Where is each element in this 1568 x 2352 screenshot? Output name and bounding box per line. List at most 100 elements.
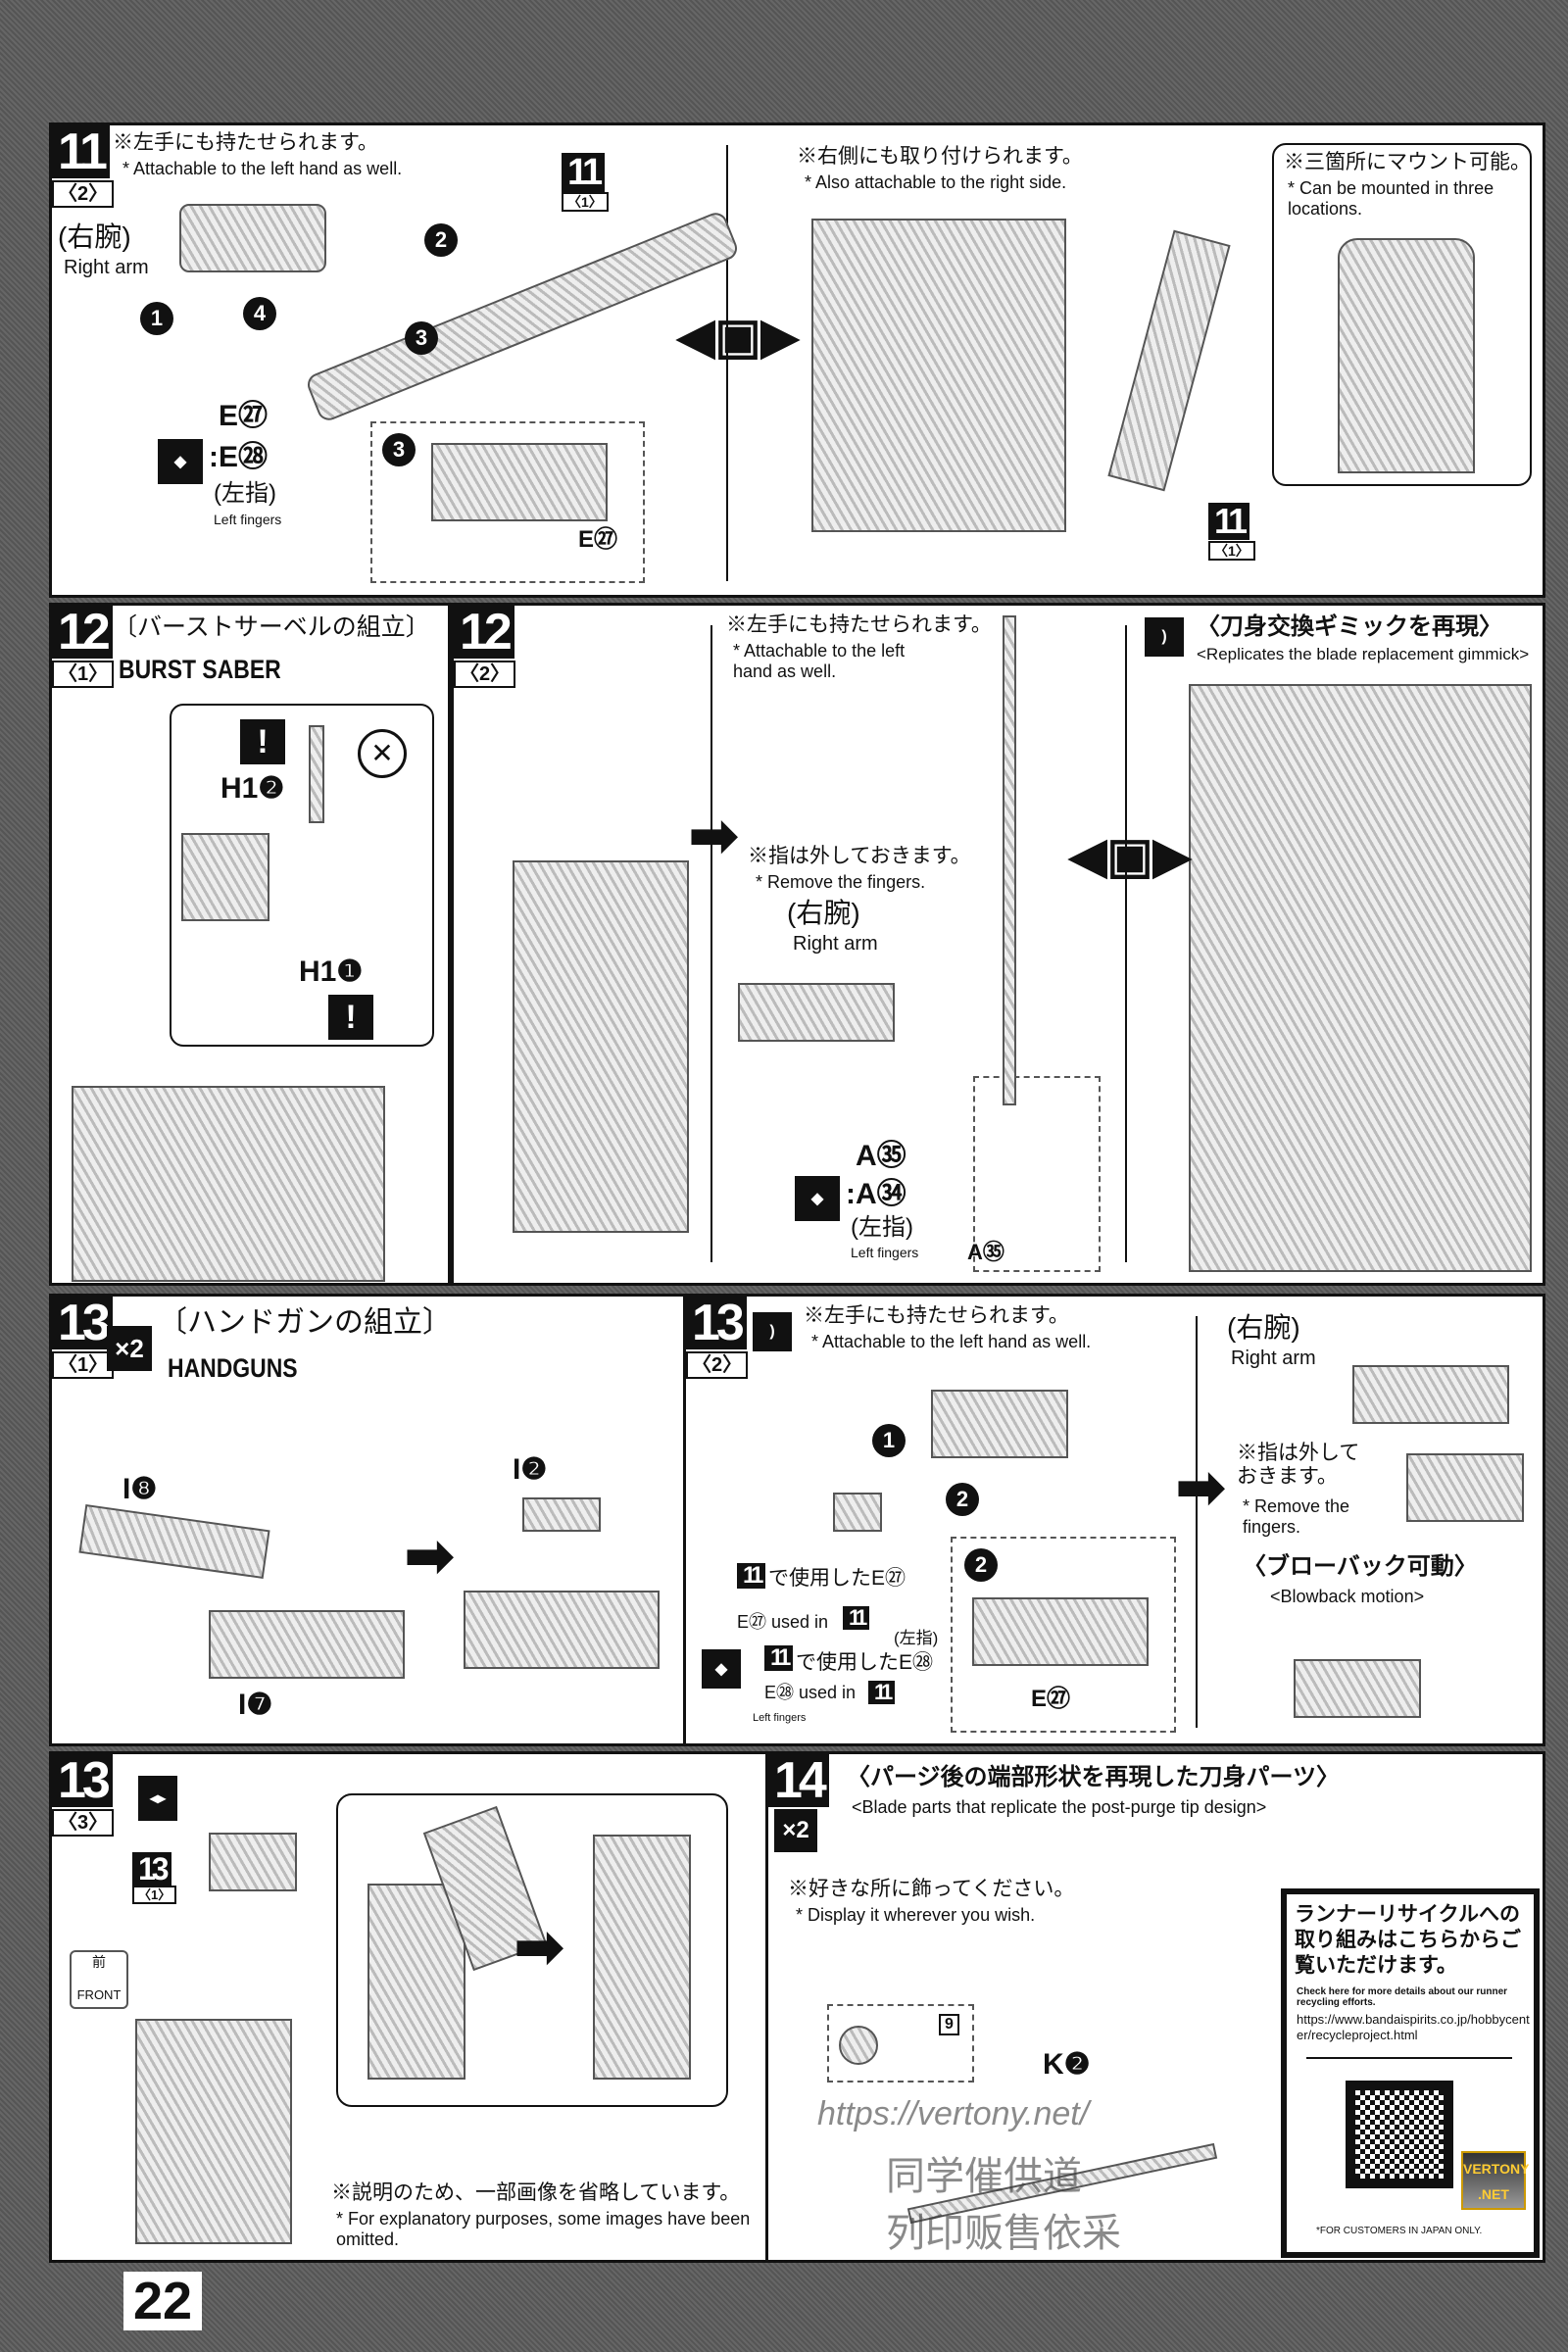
gimmick-title-en: <Replicates the blade replacement gimmic… [1197, 645, 1530, 663]
front-indicator: 前 FRONT [70, 1950, 128, 2009]
omit-note-jp: ※説明のため、一部画像を省略しています。 [331, 2181, 741, 2204]
title-en: BURST SABER [119, 655, 281, 684]
multiply-badge: ×2 [774, 1809, 817, 1852]
note-en: * Attachable to the left hand as well. [122, 159, 403, 178]
divider-2 [1125, 625, 1127, 1262]
swap-side-icon: ◀▣▶ [676, 309, 800, 364]
step-number: 13 [686, 1297, 747, 1349]
step-num-1: 1 [872, 1424, 906, 1457]
ref-step-number-2: 11 [1208, 503, 1250, 540]
blade-icon: ) [753, 1312, 792, 1351]
gimmick-title-jp: 〈刀身交換ギミックを再現〉 [1197, 613, 1502, 640]
fingers-note-jp: ※指は外して おきます。 [1237, 1442, 1381, 1489]
part-e27: E㉗ [219, 400, 269, 432]
left-fingers-jp: (左指) [894, 1629, 939, 1647]
vertony-badge: VERTONY .NET [1461, 2151, 1529, 2210]
watermark-line-1: 同学催供道 [886, 2155, 1082, 2198]
qr-code[interactable] [1342, 2077, 1457, 2192]
blowback-title-jp: 〈ブローバック可動〉 [1243, 1553, 1478, 1580]
blade-icon: ) [1145, 617, 1184, 657]
step-13-2-panel: 13 〈2〉 ) ※左手にも持たせられます。 * Attachable to t… [683, 1294, 1545, 1746]
detail-part-label: E㉗ [578, 526, 618, 553]
next-arrow-icon: ➡ [1176, 1454, 1226, 1520]
next-arrow-icon: ➡ [405, 1523, 455, 1589]
right-arm-illustration [179, 204, 326, 272]
left-fingers-en: Left fingers [214, 512, 282, 527]
note-jp: ※左手にも持たせられます。 [113, 131, 378, 154]
blowback-title-en: <Blowback motion> [1270, 1587, 1425, 1606]
right-arm-label-en: Right arm [1231, 1348, 1316, 1369]
left-fingers-jp: (左指) [214, 480, 276, 507]
recycle-url-link[interactable]: https://www.bandaispirits.co.jp/hobbycen… [1297, 2012, 1530, 2042]
right-arm-label-en: Right arm [793, 933, 878, 955]
saber-grip-illustration [309, 725, 324, 823]
multiply-badge: ×2 [107, 1326, 152, 1371]
saber-illustration [1003, 615, 1016, 1105]
part-i7: I❼ [238, 1689, 273, 1721]
step-13-1-panel: 13 〈1〉 ×2 〔ハンドガンの組立〕 HANDGUNS I❽ I❼ ➡ I❷ [49, 1294, 686, 1746]
substep-label: 〈2〉 [686, 1351, 749, 1379]
next-arrow-icon: ➡ [514, 1914, 564, 1980]
step-num-2: 2 [946, 1483, 979, 1516]
gun-part-upper [78, 1504, 270, 1579]
right-arm-illustration [1352, 1365, 1509, 1424]
handgun-ref-illustration [209, 1833, 297, 1891]
omit-note-en: * For explanatory purposes, some images … [336, 2209, 751, 2249]
divider [1196, 1316, 1198, 1728]
left-fingers-en: Left fingers [753, 1712, 807, 1724]
used-in-1-jp: で使用したE㉗ [768, 1567, 906, 1590]
step-number: 14 [768, 1754, 829, 1807]
detail-box: 9 [827, 2004, 974, 2082]
part-closeup [181, 833, 270, 921]
blade-tip-illustration [839, 2026, 878, 2065]
holster-illustration [368, 1884, 466, 2080]
mount-note-en: * Can be mounted in three locations. [1288, 178, 1494, 219]
part-a34: :A㉞ [846, 1178, 906, 1210]
fingers-note-en: * Remove the fingers. [1243, 1496, 1350, 1537]
swap-side-icon: ◀▣▶ [1068, 828, 1192, 883]
part-e28: :E㉘ [209, 441, 268, 473]
ref-step-1: 11 [737, 1563, 766, 1589]
note-jp: ※左手にも持たせられます。 [804, 1304, 1069, 1327]
step-12-1-panel: 12 〈1〉 〔バーストサーベルの組立〕 BURST SABER ! H1❷ ✕… [49, 603, 451, 1286]
handgun-hand-illustration [1406, 1453, 1524, 1522]
ref-substep-2: 〈1〉 [1208, 541, 1255, 561]
recycle-footer: *FOR CUSTOMERS IN JAPAN ONLY. [1316, 2226, 1483, 2236]
right-arm-label: (右腕) [58, 221, 131, 252]
used-in-2-jp: で使用したE㉘ [796, 1651, 934, 1674]
ref-step-2: 11 [764, 1645, 794, 1671]
side-note-en: * Also attachable to the right side. [805, 172, 1067, 192]
detail-num-2: 2 [964, 1548, 998, 1582]
front-label-en: FRONT [76, 1987, 122, 2002]
body-illustration [811, 219, 1066, 532]
divider [710, 625, 712, 1262]
detail-box: A㉟ [967, 1076, 1101, 1272]
note-jp: ※好きな所に飾ってください。 [788, 1878, 1075, 1900]
part-k2: K❷ [1043, 2048, 1091, 2081]
ref-step-number: 13 [132, 1852, 172, 1886]
saber-draw-illustration [513, 860, 689, 1233]
substep-label: 〈3〉 [52, 1809, 115, 1837]
step-num-3: 3 [405, 321, 438, 355]
recycle-title-en: Check here for more details about our ru… [1297, 1986, 1508, 2008]
detail-box: 3 E㉗ [370, 421, 645, 583]
part-h1-2: H1❷ [220, 772, 285, 805]
substep-label: 〈1〉 [52, 661, 115, 688]
used-in-2-en: E㉘ used in [764, 1683, 857, 1702]
step-number: 12 [454, 606, 514, 659]
step-11-panel: 11 〈2〉 ※左手にも持たせられます。 * Attachable to the… [49, 122, 1545, 598]
backpack-illustration [1338, 238, 1475, 473]
step-number: 13 [52, 1297, 113, 1349]
divider [1306, 2057, 1512, 2059]
note-en: * Display it wherever you wish. [796, 1905, 1036, 1925]
title-jp: 〈パージ後の端部形状を再現した刀身パーツ〉 [847, 1764, 1341, 1790]
step-12-2-panel: 12 〈2〉 ➡ ※左手にも持たせられます。 * Attachable to t… [451, 603, 1545, 1286]
ref-substep: 〈1〉 [562, 192, 609, 212]
watermark-line-2: 列印贩售依采 [886, 2212, 1121, 2255]
hand-illustration [833, 1493, 882, 1532]
warning-icon: ! [240, 719, 285, 764]
handgun-illustration [931, 1390, 1068, 1458]
detail-illustration [972, 1597, 1149, 1666]
used-in-1-en: E㉗ used in [737, 1612, 829, 1632]
swap-icon: ◆ [795, 1176, 840, 1221]
